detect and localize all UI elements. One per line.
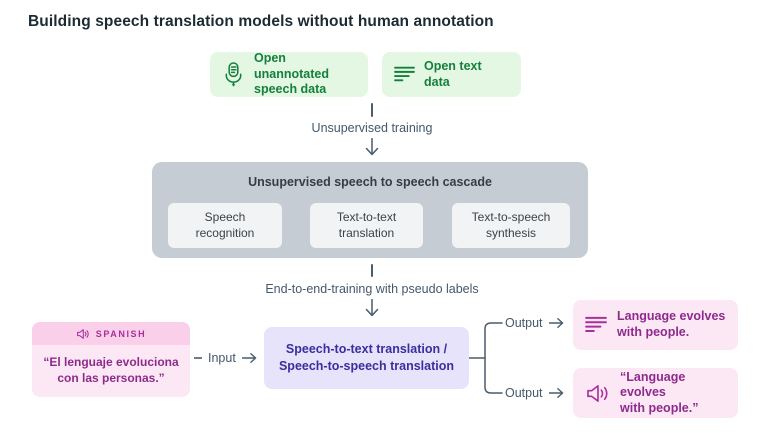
language-badge: SPANISH: [95, 328, 147, 339]
cascade-title: Unsupervised speech to speech cascade: [248, 175, 492, 189]
connector-line: [371, 264, 373, 277]
output-label: Output: [505, 316, 543, 330]
stage-speech-recognition: Speech recognition: [168, 203, 282, 248]
text-lines-icon: [394, 66, 415, 83]
input-label: Input: [208, 351, 236, 365]
speaker-icon: [585, 383, 610, 404]
spanish-card-header: SPANISH: [32, 322, 190, 345]
open-text-data-label: Open text data: [424, 58, 482, 89]
dash-icon: [194, 357, 202, 359]
translation-model-box: Speech-to-text translation / Speech-to-s…: [264, 327, 469, 389]
stage-text-to-speech-synthesis: Text-to-speech synthesis: [452, 203, 570, 248]
right-arrow-icon: [548, 317, 564, 329]
microphone-icon: [222, 62, 245, 87]
right-arrow-icon: [241, 352, 257, 364]
open-text-data-card: Open text data: [382, 52, 521, 97]
page-title: Building speech translation models witho…: [28, 13, 494, 30]
stage-text-to-text-translation: Text-to-text translation: [310, 203, 423, 248]
end-to-end-training-label: End-to-end-training with pseudo labels: [265, 282, 479, 296]
output-label-row-top: Output: [505, 315, 564, 331]
branch-connector: [468, 316, 505, 400]
speaker-icon: [76, 328, 90, 340]
output-label-row-bottom: Output: [505, 385, 564, 401]
unsupervised-training-label: Unsupervised training: [311, 121, 433, 135]
spanish-input-card: SPANISH “El lenguaje evoluciona con las …: [32, 322, 190, 397]
output-label: Output: [505, 386, 543, 400]
open-speech-data-label: Open unannotated speech data: [254, 51, 329, 97]
cascade-panel: Unsupervised speech to speech cascade Sp…: [152, 162, 588, 258]
text-output-card: Language evolves with people.: [573, 300, 738, 350]
right-arrow-icon: [548, 387, 564, 399]
spanish-quote-text: “El lenguaje evoluciona con las personas…: [43, 355, 179, 385]
text-lines-icon: [585, 316, 607, 334]
speech-output-card: “Language evolves with people.”: [573, 368, 738, 418]
open-speech-data-card: Open unannotated speech data: [210, 51, 368, 97]
speech-output-text: “Language evolves with people.”: [620, 369, 699, 415]
connector-line: [371, 103, 373, 117]
down-arrow-icon: [365, 137, 379, 157]
input-label-row: Input: [194, 350, 257, 366]
down-arrow-icon: [365, 298, 379, 318]
text-output-text: Language evolves with people.: [617, 309, 726, 339]
